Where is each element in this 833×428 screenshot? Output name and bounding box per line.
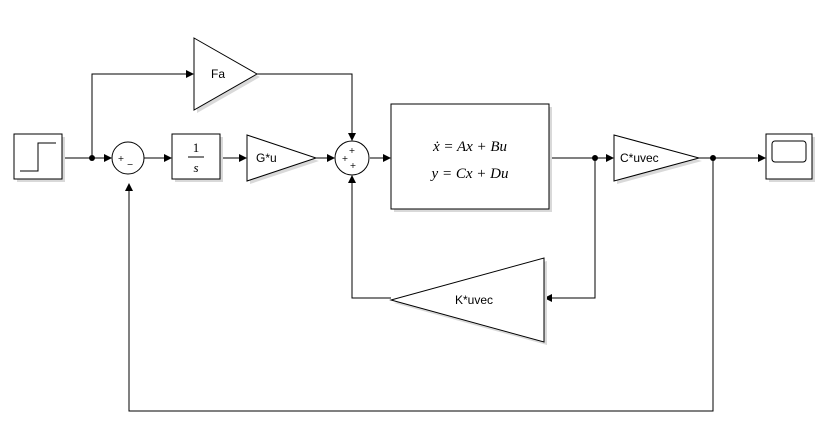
arrow-into-sum2-left [327, 154, 335, 162]
gain-c-block[interactable]: C*uvec [613, 134, 702, 184]
sum1-sign-minus: − [127, 160, 134, 169]
scope-screen-icon [771, 140, 807, 163]
sum2-block[interactable]: + + + [334, 140, 370, 176]
arrow-into-g [239, 154, 247, 162]
wire-branch-to-k [552, 158, 596, 299]
arrow-into-sum2-bottom [348, 175, 356, 183]
sum2-sign-bottom: + [350, 161, 357, 170]
signal-lines [65, 73, 758, 412]
arrow-into-c [606, 154, 614, 162]
arrowheads [104, 70, 766, 302]
arrow-into-integrator [164, 154, 172, 162]
integrator-block[interactable]: 1 s [171, 133, 223, 182]
integrator-denominator: s [193, 160, 198, 175]
output-equation: y = Cx + Du [430, 166, 509, 182]
step-icon [20, 142, 56, 172]
gain-c-label: C*uvec [620, 151, 659, 165]
gain-g-block[interactable]: G*u [246, 134, 319, 184]
sum2-sign-top: + [349, 146, 356, 155]
gain-k-label: K*uvec [455, 293, 493, 307]
arrow-into-scope [758, 154, 766, 162]
sum1-sign-plus: + [118, 154, 125, 163]
arrow-into-sum1 [104, 154, 112, 162]
integrator-numerator: 1 [193, 140, 200, 155]
gain-fa-label: Fa [211, 67, 225, 81]
branch-point-input [89, 155, 95, 161]
step-block[interactable] [13, 133, 65, 182]
scope-block[interactable] [765, 133, 815, 182]
arrow-into-sum1-bottom [125, 183, 133, 191]
gain-k-block[interactable]: K*uvec [389, 257, 547, 345]
arrow-into-sum2-top [348, 133, 356, 141]
branch-point-output [710, 155, 716, 161]
branch-point-state [592, 155, 598, 161]
branch-points [89, 155, 716, 161]
state-space-block[interactable]: ẋ = Ax + Bu y = Cx + Du [390, 103, 552, 212]
sum2-sign-left: + [342, 154, 349, 163]
wire-k-to-sum2 [351, 183, 391, 299]
wire-fa-to-sum2 [257, 73, 353, 133]
gain-fa-block[interactable]: Fa [193, 37, 260, 113]
arrow-into-fa [186, 70, 194, 78]
arrow-into-k [544, 294, 552, 302]
wire-branch-to-fa [91, 73, 187, 158]
state-equation: ẋ = Ax + Bu [432, 139, 507, 155]
gain-g-label: G*u [256, 151, 277, 165]
sum1-block[interactable]: + − [111, 141, 145, 175]
wire-outer-feedback [128, 158, 714, 412]
arrow-into-statespace [383, 154, 391, 162]
